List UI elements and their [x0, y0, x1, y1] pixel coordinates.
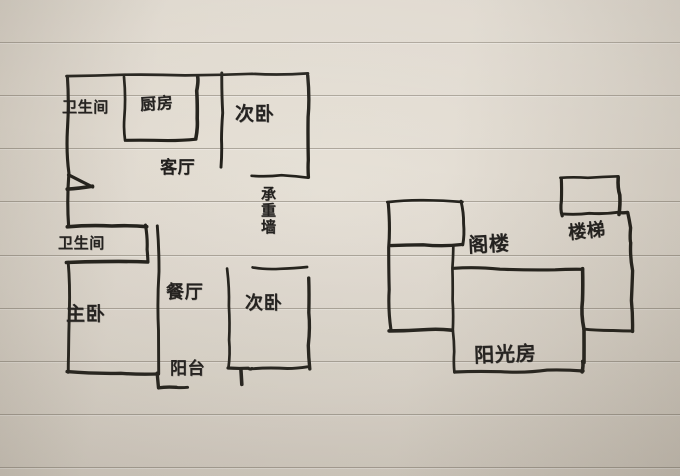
ruled-line	[0, 414, 680, 415]
room-label-master-bedroom: 主卧	[66, 303, 106, 325]
wall-stroke	[580, 359, 585, 374]
wall-stroke	[143, 223, 150, 263]
wall-stroke	[65, 184, 95, 191]
wall-stroke	[122, 75, 127, 142]
wall-stroke	[582, 327, 635, 333]
wall-stroke	[459, 199, 466, 247]
ruled-line	[0, 148, 680, 149]
wall-stroke	[386, 200, 393, 332]
room-label-bedroom-2-lower: 次卧	[245, 293, 283, 314]
wall-stroke	[65, 223, 149, 229]
wall-stroke	[251, 365, 309, 371]
wall-stroke	[225, 267, 231, 370]
room-label-attic: 阁楼	[467, 230, 511, 258]
wall-stroke	[65, 74, 71, 228]
ruled-line	[0, 361, 680, 362]
wall-stroke	[453, 368, 585, 374]
wall-stroke	[628, 241, 635, 334]
ruled-line	[0, 42, 680, 43]
wall-stroke	[219, 71, 225, 169]
wall-stroke	[155, 371, 178, 390]
wall-stroke	[65, 369, 160, 376]
main-floor-plan-walls	[64, 71, 312, 390]
room-label-dining-room: 餐厅	[166, 282, 204, 303]
room-label-bedroom-2-upper: 次卧	[235, 103, 275, 125]
room-label-staircase: 楼梯	[567, 219, 607, 244]
wall-stroke	[226, 366, 254, 371]
wall-stroke	[155, 224, 161, 376]
wall-stroke	[580, 266, 586, 365]
ruled-line	[0, 255, 680, 256]
room-label-kitchen: 厨房	[139, 92, 175, 115]
wall-stroke	[125, 137, 198, 143]
wall-stroke	[451, 329, 456, 374]
wall-stroke	[306, 276, 312, 371]
wall-stroke	[194, 75, 200, 141]
ruled-line	[0, 201, 680, 202]
wall-stroke	[65, 72, 310, 78]
wall-stroke	[560, 210, 621, 216]
wall-stroke	[616, 175, 622, 217]
room-label-bathroom-upper: 卫生间	[62, 98, 109, 116]
wall-stroke	[239, 367, 244, 387]
attic-floor-plan-walls	[385, 174, 635, 374]
wall-stroke	[66, 260, 72, 374]
wall-stroke	[250, 173, 310, 180]
room-label-bathroom-lower: 卫生间	[58, 234, 105, 252]
ruled-line	[0, 95, 680, 96]
room-label-bearing-wall: 承重墙	[259, 186, 277, 236]
ruled-line	[0, 467, 680, 468]
wall-stroke	[306, 73, 311, 179]
wall-stroke	[387, 327, 454, 333]
wall-stroke	[389, 242, 464, 248]
wall-stroke	[452, 266, 585, 272]
wall-stroke	[617, 210, 633, 244]
ruled-line	[0, 308, 680, 309]
wall-stroke	[251, 265, 309, 271]
room-label-sunroom: 阳光房	[473, 340, 537, 368]
wall-stroke	[559, 174, 620, 180]
room-label-balcony: 阳台	[170, 359, 206, 379]
wall-stroke	[64, 259, 150, 265]
wall-stroke	[559, 176, 564, 218]
room-label-living-room: 客厅	[160, 158, 196, 178]
wall-stroke	[451, 244, 455, 333]
wall-stroke	[385, 198, 464, 204]
